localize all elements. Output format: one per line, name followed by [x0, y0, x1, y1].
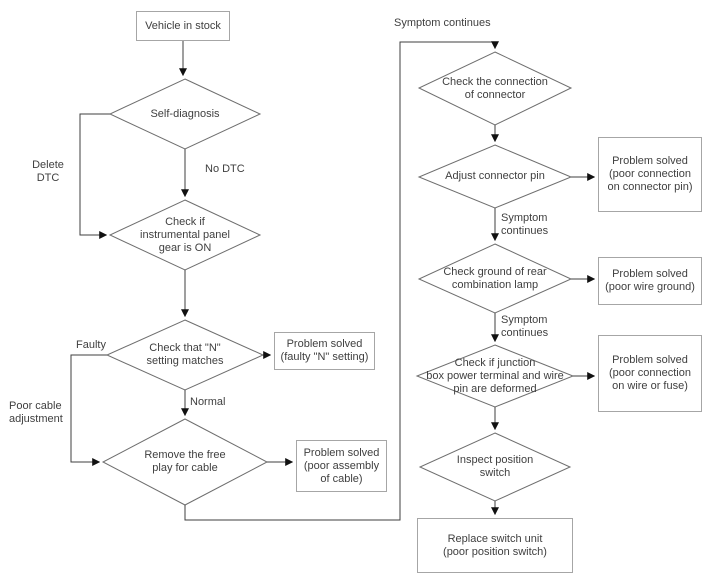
node-remove-free-play: Remove the free play for cable — [144, 449, 226, 474]
node-problem-solved-cable: Problem solved (poor assembly of cable) — [296, 440, 387, 492]
edge-label-symptom-continues-2: Symptom continues — [501, 314, 549, 339]
node-problem-solved-wire-ground: Problem solved (poor wire ground) — [598, 257, 702, 305]
edge-faulty-loop — [70, 354, 107, 466]
node-problem-solved-connector-pin: Problem solved (poor connection on conne… — [598, 137, 702, 212]
edge-label-no-dtc: No DTC — [205, 163, 245, 175]
edge-label-poor-cable-adjustment: Poor cable adjustment — [9, 400, 63, 425]
node-inspect-position-switch: Inspect position switch — [456, 454, 534, 479]
node-check-junction-box: Check if junction box power terminal and… — [426, 356, 564, 395]
edge-symptom-continues-feedback — [184, 41, 499, 521]
edge-label-faulty: Faulty — [76, 339, 106, 351]
node-replace-switch-unit: Replace switch unit (poor position switc… — [417, 518, 573, 573]
node-self-diagnosis: Self-diagnosis — [150, 107, 220, 120]
edge-label-delete-dtc: Delete DTC — [32, 159, 64, 184]
node-check-n-setting: Check that "N" setting matches — [146, 342, 224, 367]
node-adjust-connector-pin: Adjust connector pin — [445, 170, 545, 182]
edge-delete-dtc-loop — [79, 113, 110, 239]
edge-label-symptom-continues-1: Symptom continues — [501, 212, 549, 237]
node-problem-solved-wire-fuse: Problem solved (poor connection on wire … — [598, 335, 702, 412]
node-problem-solved-faulty-n: Problem solved (faulty "N" setting) — [274, 332, 375, 370]
node-check-panel-gear: Check if instrumental panel gear is ON — [140, 215, 230, 254]
node-vehicle-in-stock: Vehicle in stock — [136, 11, 230, 41]
node-check-ground: Check ground of rear combination lamp — [443, 265, 547, 291]
edge-label-symptom-continues-top: Symptom continues — [394, 17, 491, 29]
node-check-connector: Check the connection of connector — [442, 75, 548, 101]
edge-label-normal: Normal — [190, 396, 226, 408]
